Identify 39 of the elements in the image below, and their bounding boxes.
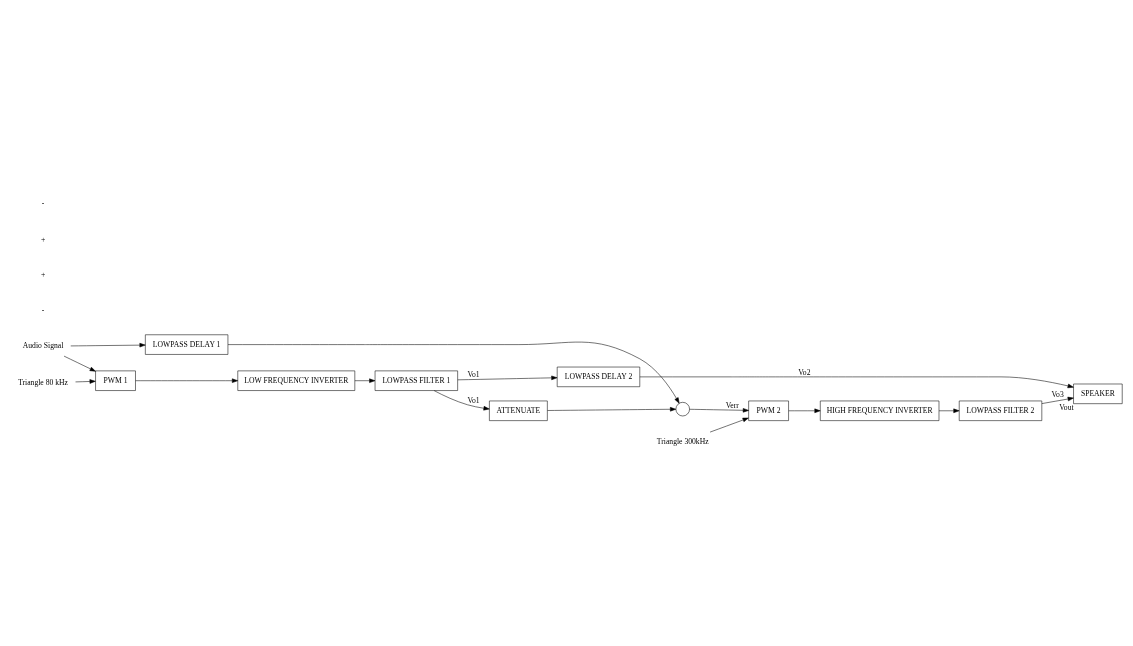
arrow bbox=[457, 375, 558, 381]
node-label: Vout bbox=[1059, 402, 1074, 412]
arrow bbox=[433, 390, 490, 411]
arrow bbox=[63, 355, 96, 372]
label: - bbox=[41, 305, 45, 315]
node-box: LOW FREQUENCY INVERTER bbox=[237, 370, 356, 391]
arrow bbox=[938, 408, 960, 413]
label: + bbox=[40, 234, 46, 244]
node-text: Triangle 300kHz bbox=[656, 436, 709, 446]
arrow bbox=[547, 407, 677, 412]
node-box: PWM 1 bbox=[95, 370, 136, 391]
node-box: LOWPASS DELAY 1 bbox=[145, 334, 229, 355]
arrow bbox=[639, 376, 1074, 389]
edge-label: Vo2 bbox=[798, 367, 811, 377]
node-text: Audio Signal bbox=[22, 341, 64, 351]
label: + bbox=[40, 270, 46, 280]
arrow bbox=[788, 408, 821, 413]
arrow bbox=[1041, 396, 1074, 404]
label: - bbox=[41, 199, 45, 209]
node-box: LOWPASS FILTER 2 bbox=[958, 400, 1043, 421]
node-box: PWM 2 bbox=[748, 400, 789, 421]
arrow bbox=[70, 342, 146, 348]
edge-label: Vo1 bbox=[467, 369, 480, 379]
arrow bbox=[709, 417, 749, 433]
node-circle bbox=[675, 402, 690, 417]
edge-label: Verr bbox=[725, 400, 739, 410]
node-box: ATTENUATE bbox=[489, 400, 548, 421]
node-text: Triangle 80 kHz bbox=[18, 377, 68, 387]
edge-label: Vo3 bbox=[1051, 390, 1064, 400]
arrow bbox=[689, 408, 749, 413]
node-box: SPEAKER bbox=[1073, 383, 1123, 404]
arrow bbox=[354, 378, 376, 383]
arrow bbox=[75, 379, 96, 384]
edge-label: Vo1 bbox=[467, 395, 480, 405]
node-box: LOWPASS DELAY 2 bbox=[556, 366, 641, 387]
arrow bbox=[135, 378, 238, 383]
arrow bbox=[227, 341, 680, 404]
node-box: LOWPASS FILTER 1 bbox=[374, 370, 458, 391]
node-box: HIGH FREQUENCY INVERTER bbox=[820, 400, 940, 421]
